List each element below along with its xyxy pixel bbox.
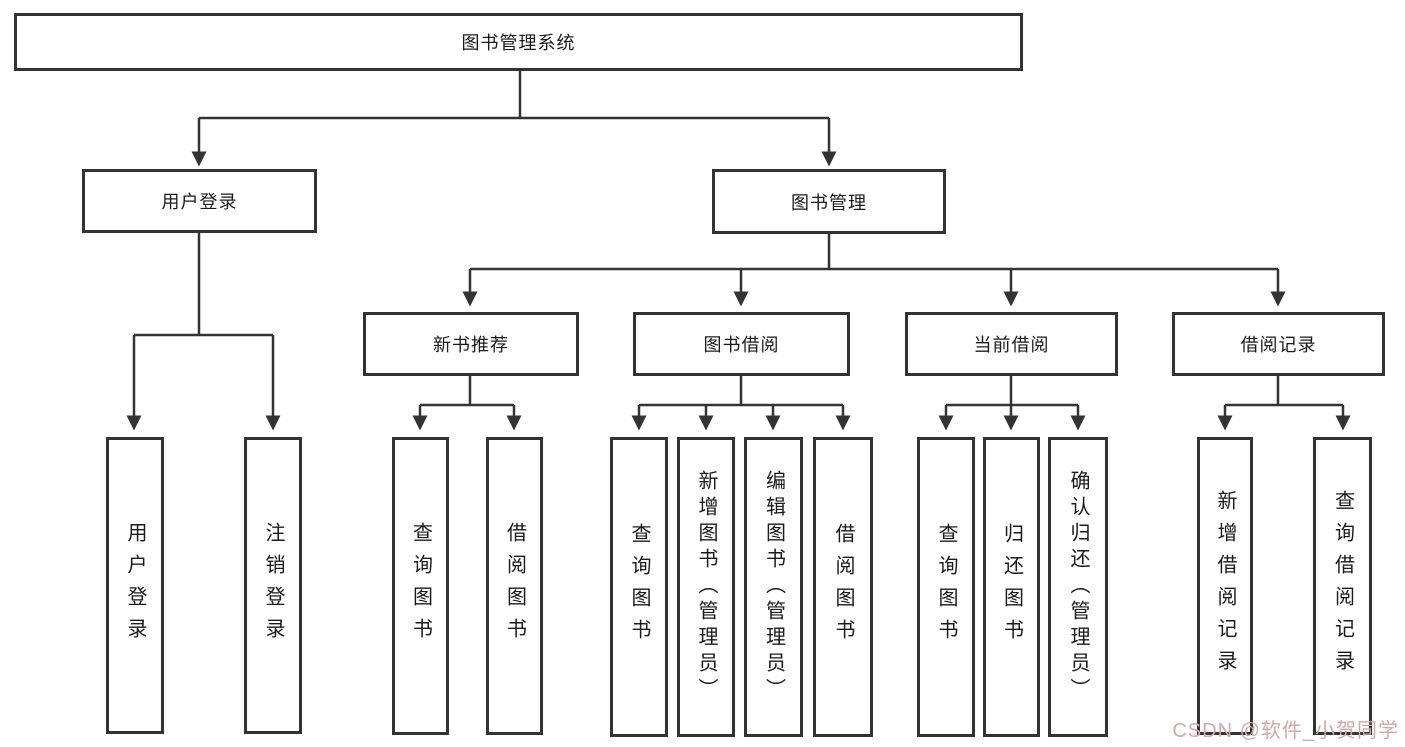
- node-root-label: 图书管理系统: [461, 33, 576, 53]
- leaf-query-books-current: 查询图书: [917, 437, 975, 737]
- leaf-add-books-admin: 新增图书（管理员）: [677, 437, 735, 737]
- leaf-borrow-books: 借阅图书: [813, 437, 873, 737]
- leaf-query-books-recommend-label: 查询图书: [409, 522, 432, 650]
- leaf-query-books-recommend: 查询图书: [392, 437, 449, 735]
- node-new-book-recommend-label: 新书推荐: [433, 335, 509, 355]
- leaf-query-books-borrow: 查询图书: [610, 437, 668, 737]
- node-current-borrow: 当前借阅: [905, 312, 1118, 376]
- node-root: 图书管理系统: [14, 13, 1023, 71]
- leaf-borrow-books-recommend: 借阅图书: [486, 437, 543, 735]
- node-book-borrow: 图书借阅: [633, 312, 850, 376]
- leaf-query-borrow-record: 查询借阅记录: [1313, 437, 1372, 735]
- leaf-logout-label: 注销登录: [262, 521, 284, 650]
- leaf-add-borrow-record-label: 新增借阅记录: [1214, 490, 1236, 682]
- leaf-return-books-label: 归还图书: [1000, 523, 1023, 651]
- leaf-user-login-label: 用户登录: [124, 521, 146, 650]
- leaf-logout: 注销登录: [244, 437, 302, 734]
- leaf-confirm-return-admin-label: 确认归还（管理员）: [1067, 470, 1089, 704]
- node-user-login: 用户登录: [82, 169, 317, 233]
- node-user-login-label: 用户登录: [161, 192, 238, 212]
- leaf-user-login: 用户登录: [106, 437, 164, 734]
- leaf-edit-books-admin: 编辑图书（管理员）: [744, 437, 803, 737]
- node-borrow-records: 借阅记录: [1172, 312, 1385, 376]
- node-book-management-label: 图书管理: [791, 192, 867, 213]
- node-new-book-recommend: 新书推荐: [363, 312, 579, 376]
- leaf-query-borrow-record-label: 查询借阅记录: [1331, 490, 1354, 682]
- leaf-borrow-books-recommend-label: 借阅图书: [503, 522, 526, 650]
- leaf-query-books-borrow-label: 查询图书: [628, 523, 650, 651]
- leaf-add-books-admin-label: 新增图书（管理员）: [695, 470, 717, 704]
- node-borrow-records-label: 借阅记录: [1240, 335, 1317, 355]
- node-current-borrow-label: 当前借阅: [973, 335, 1050, 355]
- leaf-add-borrow-record: 新增借阅记录: [1197, 437, 1253, 735]
- leaf-confirm-return-admin: 确认归还（管理员）: [1048, 437, 1108, 737]
- node-book-borrow-label: 图书借阅: [703, 335, 780, 355]
- leaf-return-books: 归还图书: [983, 437, 1040, 737]
- leaf-borrow-books-label: 借阅图书: [832, 523, 854, 651]
- csdn-watermark: CSDN @软件_小贺同学: [1172, 720, 1399, 742]
- leaf-query-books-current-label: 查询图书: [935, 523, 957, 651]
- leaf-edit-books-admin-label: 编辑图书（管理员）: [762, 470, 785, 704]
- node-book-management: 图书管理: [712, 169, 946, 234]
